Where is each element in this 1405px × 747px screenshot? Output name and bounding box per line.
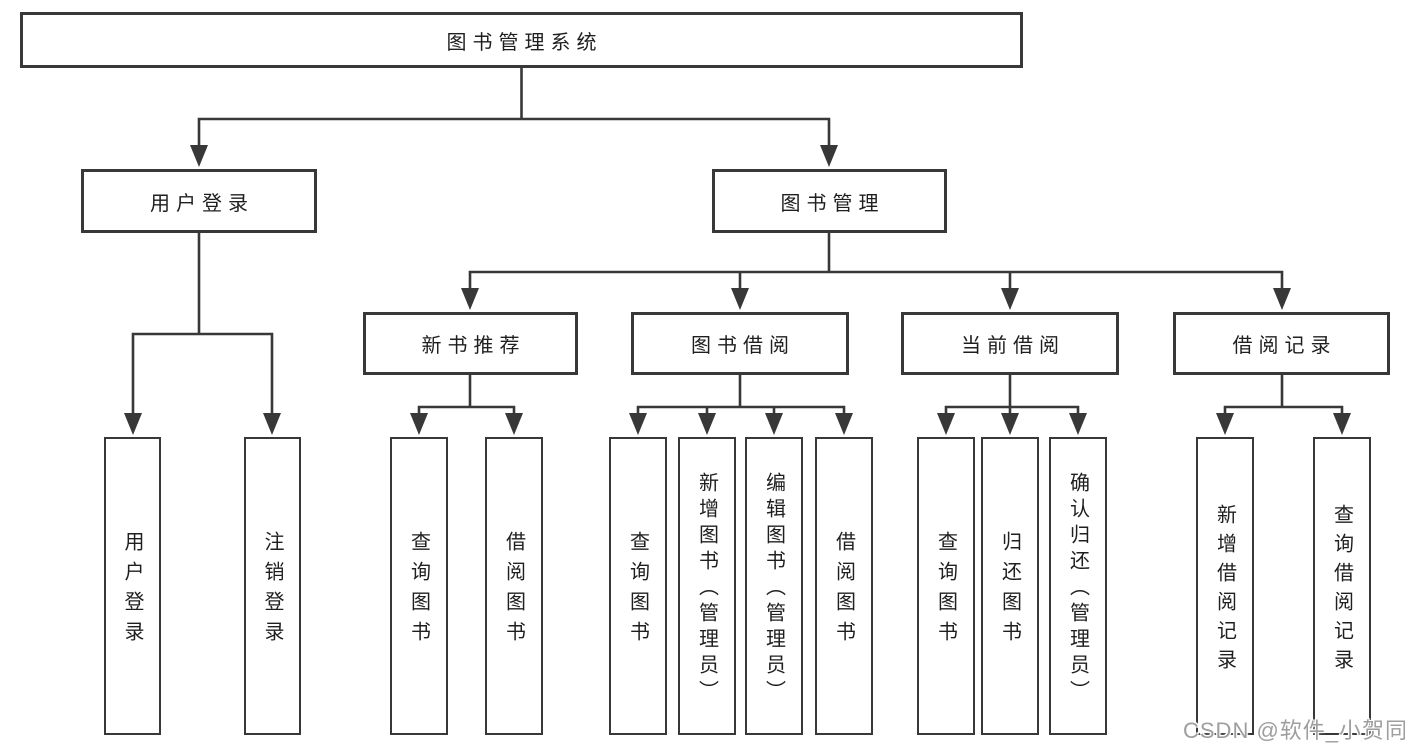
node-root-system: 图书管理系统	[20, 12, 1023, 68]
csdn-watermark: CSDN @软件_小贺同学	[1183, 718, 1405, 743]
node-current-borrow: 当前借阅	[901, 312, 1119, 375]
node-new-book-recommend: 新书推荐	[363, 312, 578, 375]
leaf-borrow-books-borrow: 借阅图书	[815, 437, 873, 735]
node-book-management: 图书管理	[712, 169, 947, 233]
leaf-query-books-current: 查询图书	[917, 437, 975, 735]
leaf-add-borrow-record: 新增借阅记录	[1196, 437, 1254, 735]
leaf-logout: 注销登录	[244, 437, 301, 735]
leaf-return-book: 归还图书	[981, 437, 1039, 735]
leaf-query-books-recommend: 查询图书	[390, 437, 448, 735]
leaf-add-book-admin: 新增图书（管理员）	[678, 437, 736, 735]
node-borrow-records: 借阅记录	[1173, 312, 1390, 375]
leaf-borrow-books-recommend: 借阅图书	[485, 437, 543, 735]
leaf-query-borrow-record: 查询借阅记录	[1313, 437, 1371, 735]
node-book-borrow: 图书借阅	[631, 312, 849, 375]
node-user-login: 用户登录	[81, 169, 317, 233]
leaf-edit-book-admin: 编辑图书（管理员）	[745, 437, 803, 735]
leaf-user-login: 用户登录	[104, 437, 161, 735]
leaf-confirm-return-admin: 确认归还（管理员）	[1049, 437, 1107, 735]
leaf-query-books-borrow: 查询图书	[609, 437, 667, 735]
